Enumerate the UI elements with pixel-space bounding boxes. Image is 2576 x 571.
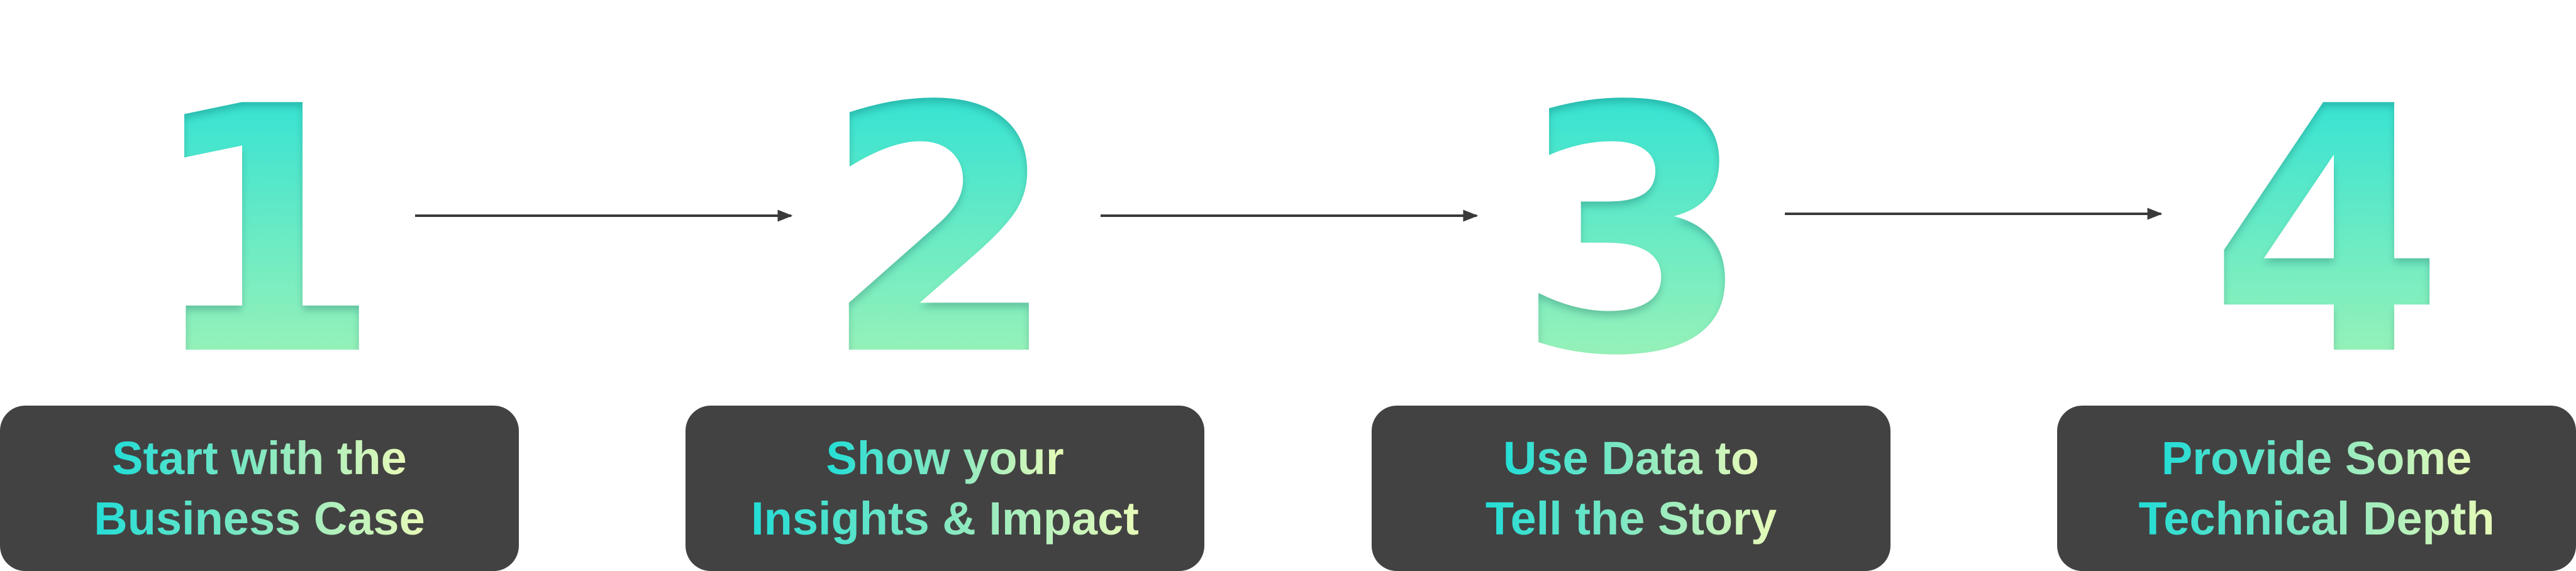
step-label-line: Use Data to [1503, 428, 1759, 489]
step-number-2: 2 [822, 35, 1058, 430]
step-label-line: Insights & Impact [751, 489, 1139, 549]
step-box-3: Use Data to Tell the Story [1372, 406, 1890, 571]
step-label-3: Use Data to Tell the Story [1372, 428, 1890, 549]
step-label-line: Tell the Story [1485, 489, 1777, 549]
step-label-line: Start with the [112, 428, 407, 489]
step-label-line: Show your [826, 428, 1063, 489]
step-label-4: Provide Some Technical Depth [2057, 428, 2576, 549]
step-label-line: Provide Some [2162, 428, 2472, 489]
step-box-2: Show your Insights & Impact [686, 406, 1204, 571]
step-number-4: 4 [2209, 35, 2445, 430]
step-number-1: 1 [146, 35, 382, 430]
step-label-2: Show your Insights & Impact [686, 428, 1204, 549]
step-box-4: Provide Some Technical Depth [2057, 406, 2576, 571]
step-label-line: Business Case [94, 489, 425, 549]
step-label-line: Technical Depth [2138, 489, 2494, 549]
step-number-3: 3 [1516, 35, 1752, 430]
step-label-1: Start with the Business Case [0, 428, 519, 549]
step-box-1: Start with the Business Case [0, 406, 519, 571]
